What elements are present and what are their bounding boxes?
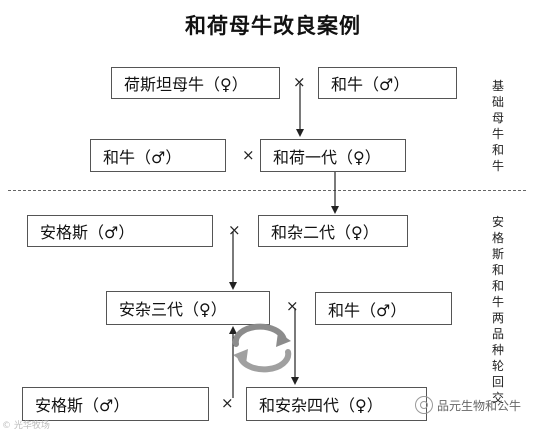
box-wagyu-bull-2: 和牛（♂） bbox=[90, 139, 226, 172]
box-wagyu-angus-f4: 和安杂四代（♀） bbox=[246, 387, 427, 421]
diagram-title: 和荷母牛改良案例 bbox=[185, 14, 361, 38]
times-symbol-2: × bbox=[242, 146, 255, 164]
side-label-foundation: 基础母牛和牛 bbox=[491, 79, 504, 173]
rotation-cycle-icon bbox=[232, 323, 292, 373]
box-holstein-cow: 荷斯坦母牛（♀） bbox=[111, 67, 280, 99]
arrow-row4-to-f4 bbox=[291, 308, 299, 385]
box-wagyu-bull-1: 和牛（♂） bbox=[318, 67, 457, 99]
section-divider bbox=[8, 190, 526, 191]
arrow-row3-to-f3 bbox=[229, 232, 237, 290]
arrow-f1-to-f2 bbox=[331, 172, 339, 214]
watermark-right-text: 品元生物和公牛 bbox=[437, 398, 522, 413]
times-symbol-5: × bbox=[221, 394, 234, 412]
box-wagyu-bull-3: 和牛（♂） bbox=[315, 292, 452, 325]
box-wagyu-cross-f2: 和杂二代（♀） bbox=[258, 215, 408, 247]
box-angus-cross-f3: 安杂三代（♀） bbox=[106, 291, 270, 325]
box-angus-bull-2: 安格斯（♂） bbox=[22, 387, 209, 421]
times-symbol-3: × bbox=[228, 221, 241, 239]
side-label-rotation: 安格斯和和牛两品种轮回交 bbox=[491, 215, 504, 405]
watermark-left: © 光华牧场 bbox=[2, 421, 50, 431]
box-wagyu-holstein-f1: 和荷一代（♀） bbox=[260, 139, 406, 172]
box-angus-bull-1: 安格斯（♂） bbox=[27, 215, 213, 247]
times-symbol-1: × bbox=[293, 73, 306, 91]
watermark-right: 品元生物和公牛 bbox=[415, 396, 521, 414]
arrow-row1-to-f1 bbox=[296, 84, 304, 137]
wechat-logo-icon bbox=[415, 396, 433, 414]
